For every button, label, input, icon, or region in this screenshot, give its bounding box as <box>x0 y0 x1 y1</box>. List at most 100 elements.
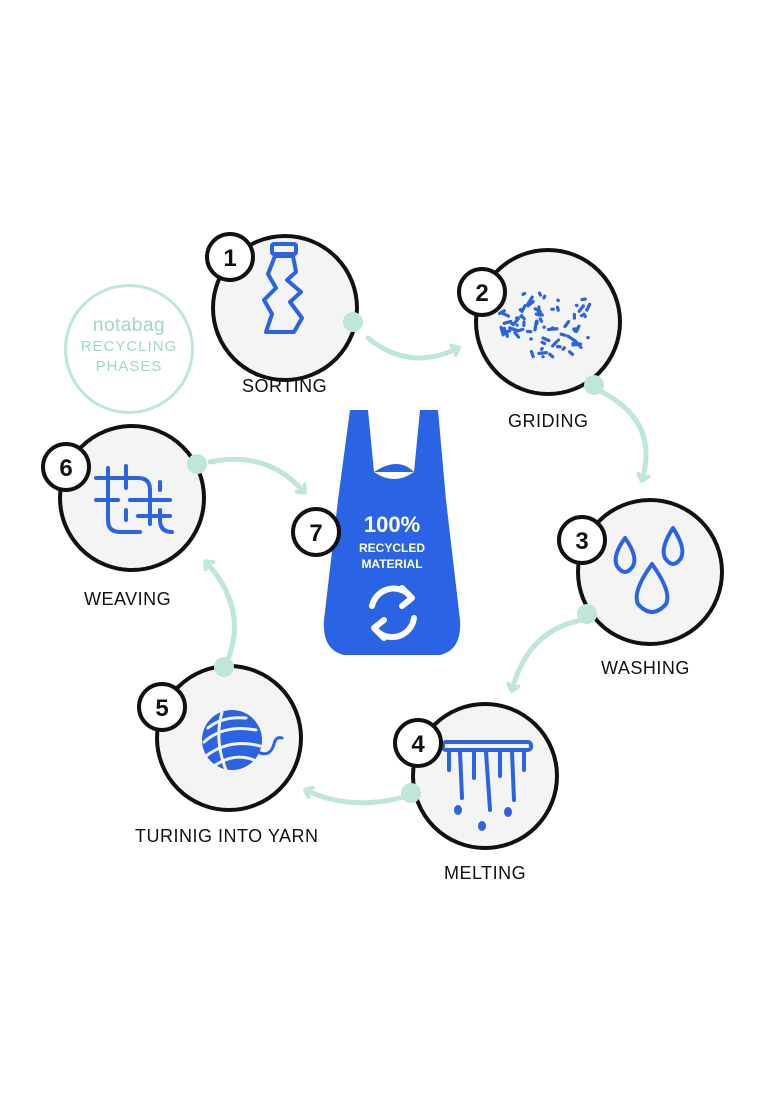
step-2-node: 2 <box>457 248 622 396</box>
step-5-label: TURINIG INTO YARN <box>135 826 319 846</box>
flake <box>579 314 584 318</box>
arrow-1-to-2 <box>365 335 458 361</box>
step-4-label: MELTING <box>444 863 527 883</box>
center-line1: 100% <box>364 512 420 537</box>
step-6-number: 6 <box>59 455 72 482</box>
step-6-node: 6 <box>41 424 207 572</box>
recycle-arrows-icon <box>369 585 417 641</box>
flake <box>559 332 567 337</box>
flake <box>526 295 534 306</box>
flake <box>542 325 546 329</box>
flake <box>538 317 544 323</box>
center-line2: RECYCLED <box>359 541 425 555</box>
flake <box>499 325 505 337</box>
flake <box>550 326 555 330</box>
step-3-number: 3 <box>575 528 588 555</box>
step-6-label: WEAVING <box>84 589 172 609</box>
flake <box>497 309 506 316</box>
flake <box>548 352 555 359</box>
flake <box>574 303 579 308</box>
node-5-dot <box>214 657 234 677</box>
flake <box>571 342 580 347</box>
woven-threads-icon <box>94 464 174 534</box>
step-4-node: 4 <box>393 702 559 850</box>
flake <box>555 305 560 312</box>
brand-line3: PHASES <box>95 358 163 375</box>
node-2-dot <box>584 375 604 395</box>
brand-badge: notabag RECYCLING PHASES <box>64 284 194 414</box>
flake <box>522 320 526 327</box>
yarn-ball-icon <box>202 710 284 772</box>
flake <box>526 300 535 308</box>
flake <box>508 326 519 333</box>
flake <box>572 327 580 331</box>
flake <box>525 329 533 334</box>
arrow-3-to-4 <box>512 617 585 690</box>
flake <box>556 338 561 342</box>
arrow-2-to-3 <box>595 387 646 480</box>
flake <box>537 291 543 297</box>
flake <box>585 302 592 312</box>
melting-drip-icon <box>441 740 533 812</box>
brand-name: notabag <box>92 315 166 336</box>
flake <box>577 304 585 313</box>
step-5-number: 5 <box>155 695 168 722</box>
flake <box>539 346 544 351</box>
flake <box>511 317 520 327</box>
arrow-4-to-5 <box>306 790 411 806</box>
flake <box>541 355 545 359</box>
flake <box>529 349 535 359</box>
flake <box>513 331 521 339</box>
center-bag: 100% RECYCLED MATERIAL 7 <box>291 410 461 655</box>
flake <box>540 340 547 346</box>
flake <box>550 340 559 348</box>
flake <box>555 345 562 349</box>
flake <box>566 334 577 343</box>
arrow-5-to-6 <box>206 562 237 667</box>
flake <box>502 319 513 325</box>
flake <box>534 312 542 317</box>
flake <box>567 350 575 356</box>
node-1-dot <box>343 312 363 332</box>
plastic-flakes-icon <box>497 291 592 359</box>
step-2-number: 2 <box>475 280 488 307</box>
flake <box>529 337 533 341</box>
node-3-dot <box>577 604 597 624</box>
brand-line2: RECYCLING <box>80 338 178 355</box>
flake <box>586 335 590 340</box>
step-1-number: 1 <box>223 245 236 272</box>
flake <box>518 308 523 312</box>
step-2-label: GRIDING <box>508 411 589 431</box>
flake <box>580 297 587 302</box>
flake <box>563 319 571 329</box>
step-3-label: WASHING <box>601 658 690 678</box>
flake <box>537 351 548 355</box>
step-1-node: 1 <box>205 232 363 382</box>
flake <box>541 336 551 343</box>
flake <box>572 312 577 320</box>
flake <box>550 307 555 311</box>
node-4-dot <box>401 783 421 803</box>
step-5-node: 5 <box>137 657 303 812</box>
flake <box>556 298 560 303</box>
flake <box>582 312 587 319</box>
flake <box>533 307 542 314</box>
flake <box>533 319 539 332</box>
step-4-number: 4 <box>411 731 425 758</box>
flake <box>521 291 527 297</box>
plastic-bottle-icon <box>262 242 304 334</box>
step-1-label: SORTING <box>242 376 328 396</box>
center-line3: MATERIAL <box>361 557 422 571</box>
flake <box>515 323 519 327</box>
arrow-6-to-7 <box>207 456 304 492</box>
water-drops-icon <box>613 526 685 614</box>
node-6-dot <box>187 454 207 474</box>
flake <box>542 294 547 300</box>
flake <box>505 329 512 334</box>
center-number: 7 <box>309 520 322 547</box>
step-3-node: 3 <box>557 498 724 646</box>
flake <box>520 315 526 321</box>
flake <box>561 346 567 351</box>
